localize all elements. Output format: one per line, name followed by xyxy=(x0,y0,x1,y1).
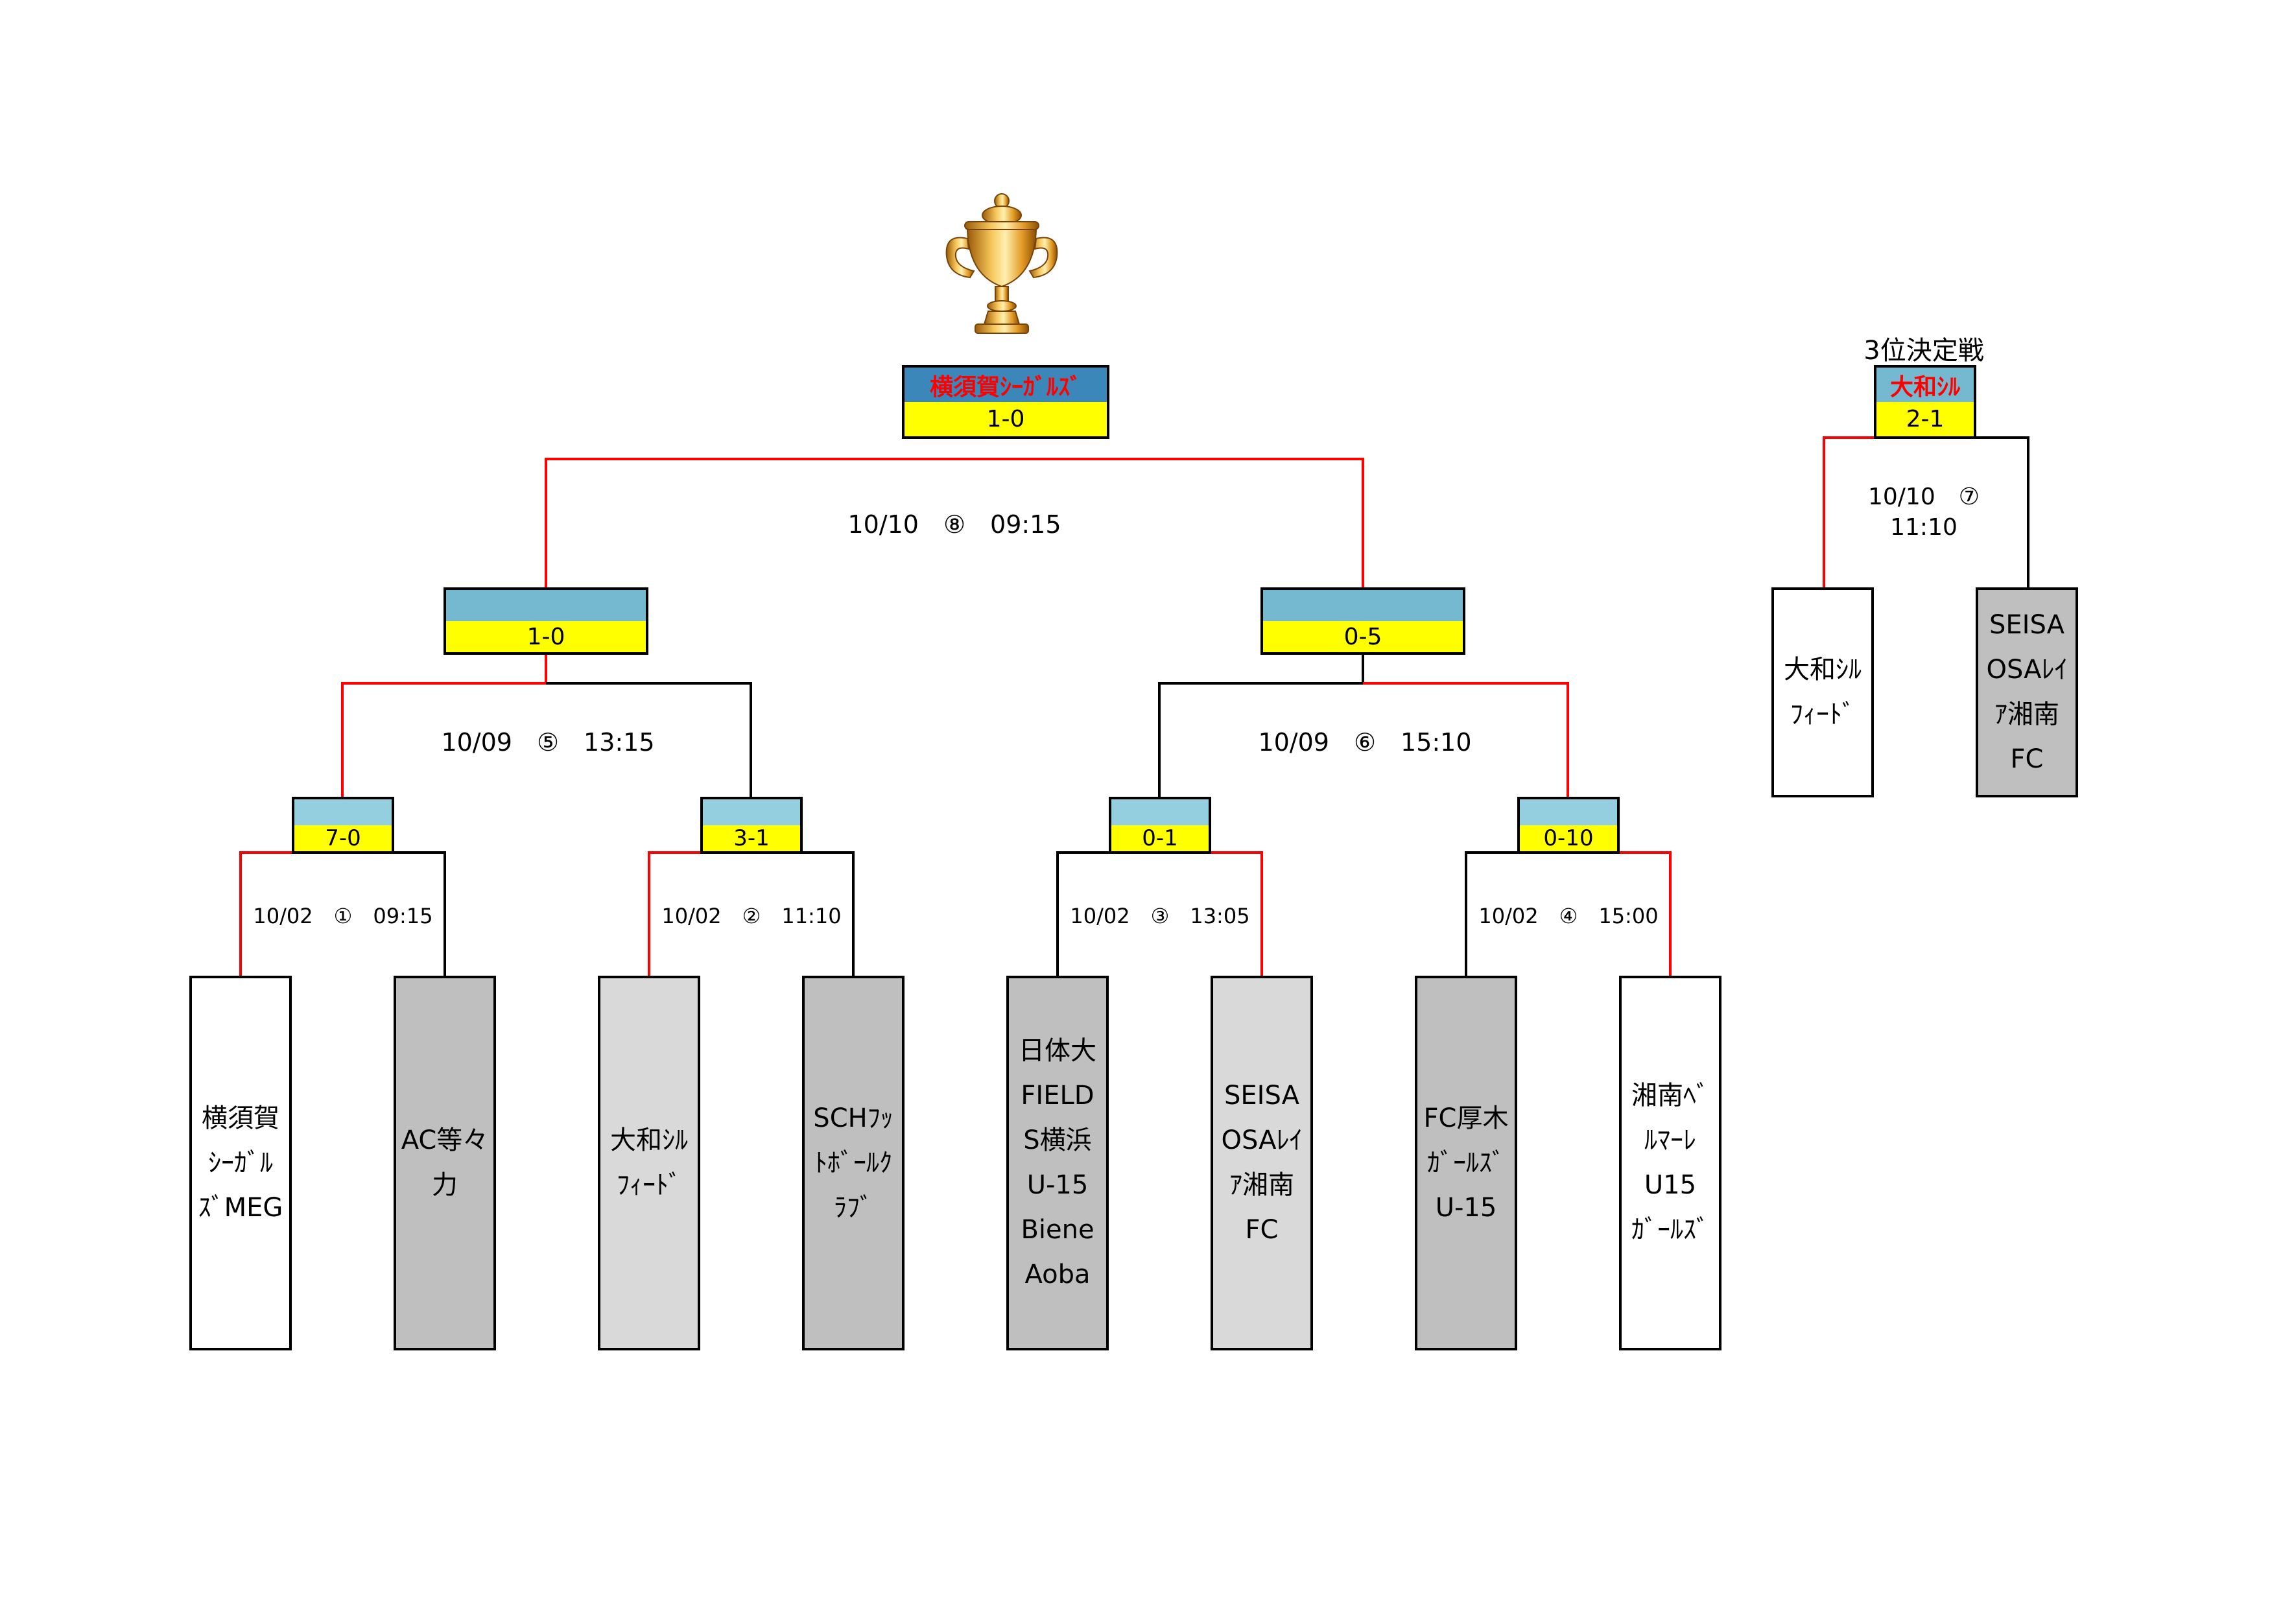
third-info-line-1: 10/10 ⑦ xyxy=(1867,484,1980,510)
third-info-line-2: 11:10 xyxy=(1890,514,1958,541)
team-box-3: 大和ｼﾙ ﾌｨｰﾄﾞ xyxy=(598,976,700,1350)
third-team-box-2: SEISA OSAﾚｲ ｱ湘南 FC xyxy=(1976,587,2078,797)
team-5-line-1: 日体大 xyxy=(1019,1036,1096,1066)
r1m1-score-top xyxy=(294,799,392,825)
r1m3-score-box: 0-1 xyxy=(1109,797,1211,854)
r1m4-info: 10/02 ④ 15:00 xyxy=(1478,904,1659,928)
semi1-info: 10/09 ⑤ 13:15 xyxy=(441,728,655,757)
semi1-score: 1-0 xyxy=(446,621,646,652)
r1m1-info: 10/02 ① 09:15 xyxy=(253,904,433,928)
team-1-line-1: 横須賀 xyxy=(202,1103,279,1133)
r1m2-score-top xyxy=(703,799,800,825)
team-box-6: SEISA OSAﾚｲ ｱ湘南 FC xyxy=(1211,976,1313,1350)
team-8-line-4: ｶﾞｰﾙｽﾞ xyxy=(1631,1215,1709,1245)
third-team-box-1: 大和ｼﾙ ﾌｨｰﾄﾞ xyxy=(1771,587,1874,797)
final-score-box: 横須賀ｼｰｶﾞﾙｽﾞ 1-0 xyxy=(902,365,1109,439)
third-team-2-line-2: OSAﾚｲ xyxy=(1986,655,2068,685)
team-5-line-5: Biene xyxy=(1021,1215,1094,1245)
third-team-1-line-2: ﾌｨｰﾄﾞ xyxy=(1790,700,1855,729)
semi2-score-box: 0-5 xyxy=(1260,587,1465,655)
third-score: 2-1 xyxy=(1876,402,1974,436)
team-4-line-1: SCHﾌｯ xyxy=(813,1103,893,1133)
final-score: 1-0 xyxy=(905,402,1107,436)
r1m3-score: 0-1 xyxy=(1111,825,1209,851)
team-3-line-2: ﾌｨｰﾄﾞ xyxy=(617,1170,681,1200)
team-4-line-2: ﾄﾎﾞｰﾙｸ xyxy=(814,1147,892,1178)
third-team-2-line-1: SEISA xyxy=(1989,610,2064,640)
team-box-7: FC厚木 ｶﾞｰﾙｽﾞ U-15 xyxy=(1415,976,1517,1350)
third-team-1-line-1: 大和ｼﾙ xyxy=(1784,655,1862,685)
team-6-line-2: OSAﾚｲ xyxy=(1221,1125,1303,1155)
semi2-info: 10/09 ⑥ 15:10 xyxy=(1258,728,1472,757)
third-line-left xyxy=(1823,436,1874,587)
third-team-2-line-3: ｱ湘南 xyxy=(1994,700,2059,729)
r1m3-info: 10/02 ③ 13:05 xyxy=(1070,904,1250,928)
team-box-2: AC等々 力 xyxy=(394,976,496,1350)
team-1-line-3: ｽﾞMEG xyxy=(198,1192,283,1223)
team-box-8: 湘南ﾍﾞ ﾙﾏｰﾚ U15 ｶﾞｰﾙｽﾞ xyxy=(1619,976,1721,1350)
team-box-4: SCHﾌｯ ﾄﾎﾞｰﾙｸ ﾗﾌﾞ xyxy=(802,976,905,1350)
team-6-line-1: SEISA xyxy=(1224,1081,1299,1111)
team-6-line-4: FC xyxy=(1245,1215,1279,1245)
team-2-line-1: AC等々 xyxy=(401,1125,489,1155)
r1m3-score-top xyxy=(1111,799,1209,825)
team-8-line-3: U15 xyxy=(1644,1170,1697,1200)
team-7-line-1: FC厚木 xyxy=(1423,1103,1509,1133)
team-5-line-6: Aoba xyxy=(1024,1260,1091,1289)
team-box-1: 横須賀 ｼｰｶﾞﾙ ｽﾞMEG xyxy=(189,976,292,1350)
r1m2-score-box: 3-1 xyxy=(700,797,803,854)
final-line-right xyxy=(1005,458,1364,587)
third-line-right xyxy=(1974,436,2029,587)
semi1-line-left xyxy=(341,653,547,797)
team-4-line-3: ﾗﾌﾞ xyxy=(834,1192,873,1223)
third-team-2-line-4: FC xyxy=(2010,744,2044,774)
semi2-line-left xyxy=(1158,653,1364,797)
team-8-line-2: ﾙﾏｰﾚ xyxy=(1644,1125,1696,1155)
champion-name: 横須賀ｼｰｶﾞﾙｽﾞ xyxy=(905,368,1107,402)
semi2-score: 0-5 xyxy=(1263,621,1463,652)
third-score-box: 大和ｼﾙ 2-1 xyxy=(1874,365,1976,439)
r1m2-info: 10/02 ② 11:10 xyxy=(661,904,842,928)
semi2-line-right xyxy=(1363,682,1569,797)
r1m4-score: 0-10 xyxy=(1520,825,1617,851)
team-7-line-2: ｶﾞｰﾙｽﾞ xyxy=(1427,1147,1505,1178)
final-info: 10/10 ⑧ 09:15 xyxy=(847,510,1061,539)
team-2-line-2: 力 xyxy=(432,1170,458,1200)
team-5-line-4: U-15 xyxy=(1026,1170,1089,1200)
team-8-line-1: 湘南ﾍﾞ xyxy=(1631,1081,1709,1111)
third-winner-name: 大和ｼﾙ xyxy=(1876,368,1974,402)
team-5-line-3: S横浜 xyxy=(1023,1125,1092,1155)
semi1-line-right xyxy=(546,682,752,797)
team-1-line-2: ｼｰｶﾞﾙ xyxy=(208,1147,273,1178)
semi2-score-top xyxy=(1263,590,1463,621)
team-box-5: 日体大 FIELD S横浜 U-15 Biene Aoba xyxy=(1006,976,1109,1350)
team-6-line-3: ｱ湘南 xyxy=(1229,1170,1294,1200)
r1m4-score-box: 0-10 xyxy=(1517,797,1620,854)
team-7-line-3: U-15 xyxy=(1435,1192,1497,1223)
r1m1-score: 7-0 xyxy=(294,825,392,851)
r1m2-score: 3-1 xyxy=(703,825,800,851)
semi1-score-box: 1-0 xyxy=(444,587,648,655)
trophy-icon xyxy=(945,193,1058,334)
semi1-score-top xyxy=(446,590,646,621)
third-place-title: 3位決定戦 xyxy=(1863,336,1984,366)
r1m4-score-top xyxy=(1520,799,1617,825)
r1m1-score-box: 7-0 xyxy=(292,797,394,854)
team-3-line-1: 大和ｼﾙ xyxy=(610,1125,688,1155)
team-5-line-2: FIELD xyxy=(1021,1081,1094,1111)
